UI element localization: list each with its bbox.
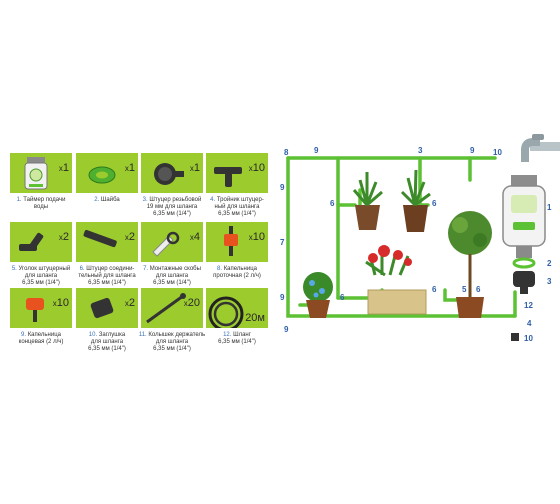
label-1: 1 [547,203,552,212]
plant-pot-top-left [352,172,383,230]
stake-icon [146,293,186,324]
part-5-caption: 5. Уголок штуцерный для шланга 6,35 мм (… [11,266,71,287]
label-10-top: 10 [493,148,502,157]
label-9-bottom: 9 [284,325,289,334]
part-2-tile: x1 [76,153,138,193]
part-12-caption: 12. Шланг 6,35 мм (1/4") [218,332,256,346]
part-6-quantity: x2 [124,231,135,243]
installation-diagram: 8 9 3 9 10 9 6 6 7 1 2 3 9 6 6 5 6 9 12 … [280,134,560,343]
label-2: 2 [547,259,552,268]
part-7-tile: x4 [141,222,203,262]
part-12-tile: 20м [206,288,268,328]
part-8-tile: x10 [206,222,268,262]
part-8-quantity: x10 [248,231,265,243]
label-6-mid-left: 6 [340,293,345,302]
part-7-caption: 7. Монтажные скобы для шланга 6,35 мм (1… [143,266,201,287]
label-8: 8 [284,148,289,157]
part-6-tile: x2 [76,222,138,262]
part-5-tile: x2 [10,222,72,262]
washer-icon [512,257,536,269]
label-3-right: 3 [547,277,552,286]
label-12: 12 [524,301,533,310]
part-3-quantity: x1 [189,162,200,174]
water-timer-icon [502,175,546,258]
part-9-tile: x10 [10,288,72,328]
threaded-connector-icon [513,271,535,294]
part-4-quantity: x10 [248,162,265,174]
label-5-tree-left: 5 [462,285,467,294]
part-11-quantity: x20 [183,297,200,309]
label-9-top-left: 9 [314,146,319,155]
part-9-caption: 9. Капельница концевая (2 л/ч) [18,332,64,346]
part-1-tile: x1 [10,153,72,193]
label-6-top-right: 6 [432,199,437,208]
faucet-icon [521,134,560,162]
label-6-tree-right: 6 [476,285,481,294]
end-plug-icon [511,333,519,341]
part-4-caption: 4. Тройник штуцер- ный для шланга 6,35 м… [210,197,264,218]
part-6-caption: 6. Штуцер соедини- тельный для шланга 6,… [78,266,136,287]
label-7: 7 [280,238,285,247]
label-6-top-left: 6 [330,199,335,208]
part-5-quantity: x2 [58,231,69,243]
part-2-caption: 2. Шайба [94,197,120,203]
part-12-quantity: 20м [245,312,265,324]
part-3-tile: x1 [141,153,203,193]
tee-connector-icon [214,167,242,187]
end-dripper-icon [26,298,44,322]
label-6-mid: 6 [432,285,437,294]
plant-pot-top-right [400,169,431,232]
mounting-bracket-icon [152,231,180,257]
part-7-quantity: x4 [189,231,200,243]
label-9-left: 9 [280,183,285,192]
washer-icon [88,166,116,184]
part-11-caption: 11. Колышек держатель для шланга 6,35 мм… [138,332,206,353]
part-10-caption: 10. Заглушка для шланга 6,35 мм (1/4") [88,332,126,353]
part-10-tile: x2 [76,288,138,328]
label-9-top-right: 9 [470,146,475,155]
hose-coil-icon [208,296,244,328]
part-3-caption: 3. Штуцер резьбовой 19 мм для шланга 6,3… [142,197,202,218]
label-3: 3 [418,146,423,155]
label-4: 4 [527,319,532,328]
part-1-caption: 1. Таймер подачи воды [16,197,66,211]
part-2-quantity: x1 [124,162,135,174]
threaded-connector-icon [154,163,184,185]
part-8-caption: 8. Капельница проточная (2 л/ч) [213,266,261,280]
parts-grid: x1 1. Таймер подачи воды x1 2. Шайба x1 [0,0,270,504]
part-1-quantity: x1 [58,162,69,174]
part-10-quantity: x2 [124,297,135,309]
part-11-tile: x20 [141,288,203,328]
label-10-bottom: 10 [524,334,533,343]
plant-pot-tree [448,211,492,318]
diagram-labels: 8 9 3 9 10 9 6 6 7 1 2 3 9 6 6 5 6 9 12 … [280,146,552,343]
elbow-connector-icon [19,232,44,251]
straight-connector-icon [83,229,117,248]
plant-pot-left-flowers [303,272,333,318]
inline-dripper-icon [224,226,238,256]
planter-box-flowers [365,245,427,315]
timer-icon [24,157,48,190]
end-plug-icon [90,297,114,319]
label-9-mid-left: 9 [280,293,285,302]
part-4-tile: x10 [206,153,268,193]
part-9-quantity: x10 [52,297,69,309]
